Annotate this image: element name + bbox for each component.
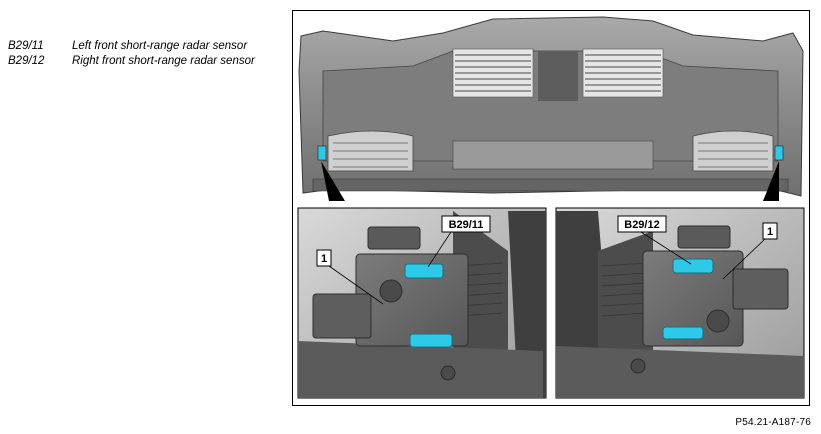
left-detail-panel (297, 207, 547, 399)
legend-description: Left front short-range radar sensor (72, 40, 248, 52)
figure-drawing: B29/11 1 B29/12 1 (297, 16, 805, 399)
sensor-highlight (662, 326, 704, 340)
callout-label-left-part: 1 (321, 253, 327, 265)
sensor-highlight (409, 333, 453, 348)
callout-label-right-part: 1 (767, 226, 773, 238)
legend-row: B29/12 Right front short-range radar sen… (8, 55, 283, 68)
legend-code: B29/11 (8, 40, 44, 52)
callout-label-left-sensor: B29/11 (449, 219, 484, 231)
sensor-highlight (404, 263, 444, 279)
right-detail-panel (555, 207, 805, 399)
legend-row: B29/11 Left front short-range radar sens… (8, 40, 283, 53)
technical-figure: B29/11 1 B29/12 1 (292, 10, 810, 406)
reference-code: P54.21-A187-76 (735, 417, 811, 428)
sensor-highlight (672, 258, 714, 274)
legend-description: Right front short-range radar sensor (72, 55, 255, 67)
callout-label-right-sensor: B29/12 (624, 219, 659, 231)
legend: B29/11 Left front short-range radar sens… (8, 40, 283, 70)
legend-code: B29/12 (8, 55, 45, 67)
bumper-overview (298, 16, 804, 201)
